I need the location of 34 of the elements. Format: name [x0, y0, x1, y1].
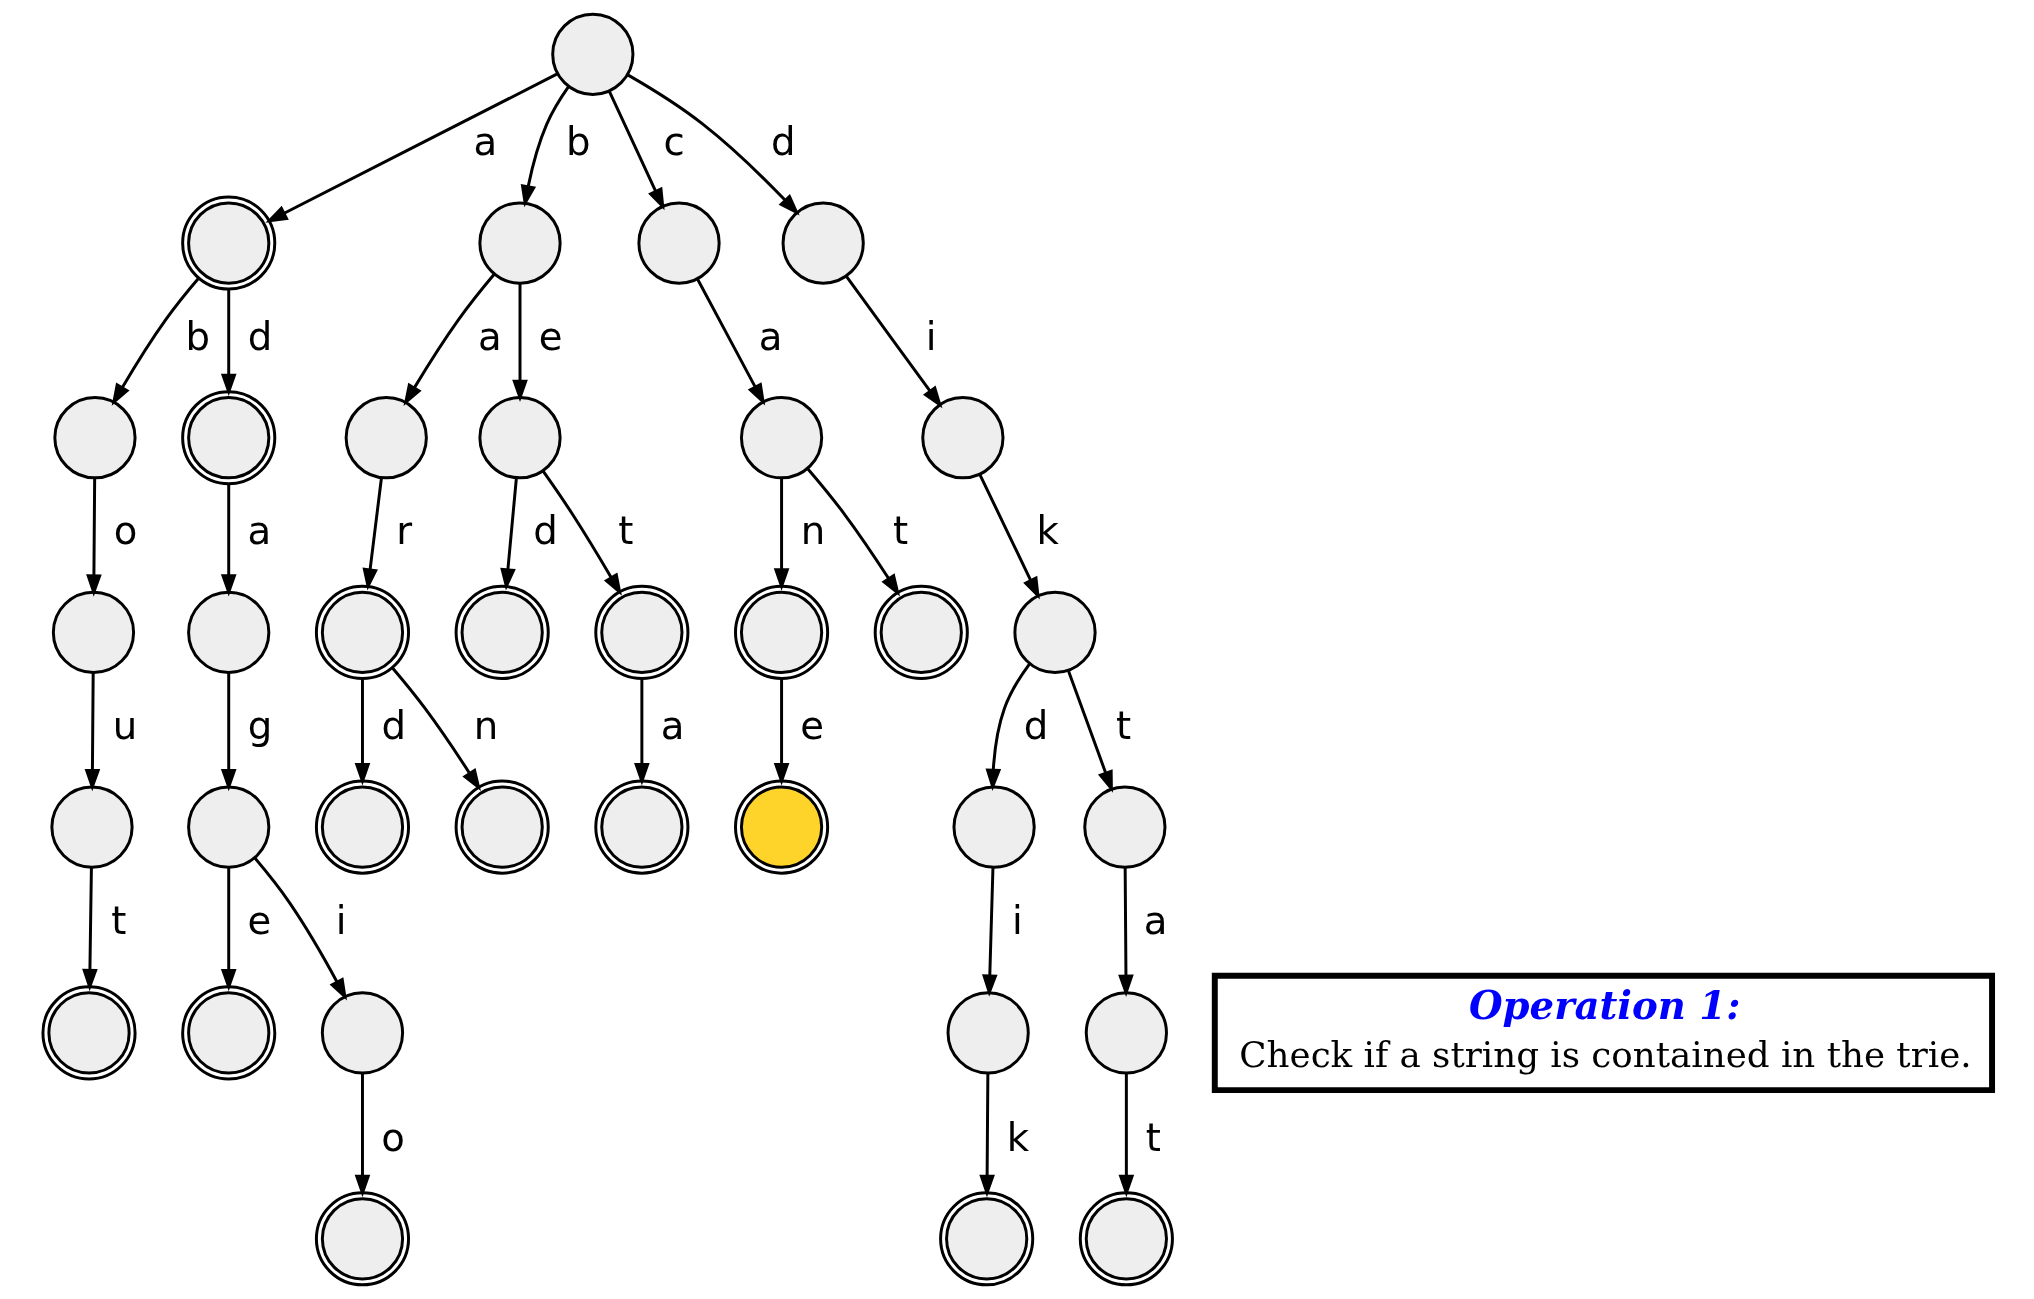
edge-label: a	[472, 119, 497, 165]
edge-label: i	[925, 313, 936, 359]
edge-label: n	[473, 703, 498, 749]
edge-label: d	[532, 508, 558, 554]
edge-label: t	[1115, 703, 1131, 749]
edge-label: a	[660, 703, 684, 749]
edge-label: d	[770, 119, 796, 165]
edge-label: r	[395, 508, 412, 554]
edge-label: i	[335, 897, 346, 943]
edge-label: o	[380, 1114, 405, 1160]
edge-label: a	[1143, 897, 1167, 943]
edge-label: d	[247, 313, 272, 359]
edge-label: t	[892, 508, 908, 554]
edge-label: k	[1036, 508, 1059, 554]
edge-label: a	[247, 508, 271, 554]
edge-label: t	[1145, 1114, 1161, 1160]
edge-label: b	[565, 119, 590, 165]
edge-label: a	[758, 313, 782, 359]
edge-label: d	[381, 703, 406, 749]
edge-label: e	[538, 313, 563, 359]
edge-label: o	[113, 508, 137, 554]
edge-label: t	[617, 508, 633, 554]
edge-label: t	[110, 897, 127, 943]
edge-label: n	[800, 508, 825, 554]
edge-label: a	[477, 313, 502, 359]
edge-label: d	[1023, 703, 1048, 749]
edge-label: e	[799, 703, 824, 749]
edge-label: g	[247, 703, 272, 749]
edge-label: k	[1006, 1114, 1029, 1160]
edge-label: c	[662, 119, 685, 165]
edge-label: b	[184, 313, 210, 359]
edge-label: e	[246, 897, 271, 943]
edge-label: i	[1011, 897, 1023, 943]
edge-label: u	[112, 703, 137, 749]
